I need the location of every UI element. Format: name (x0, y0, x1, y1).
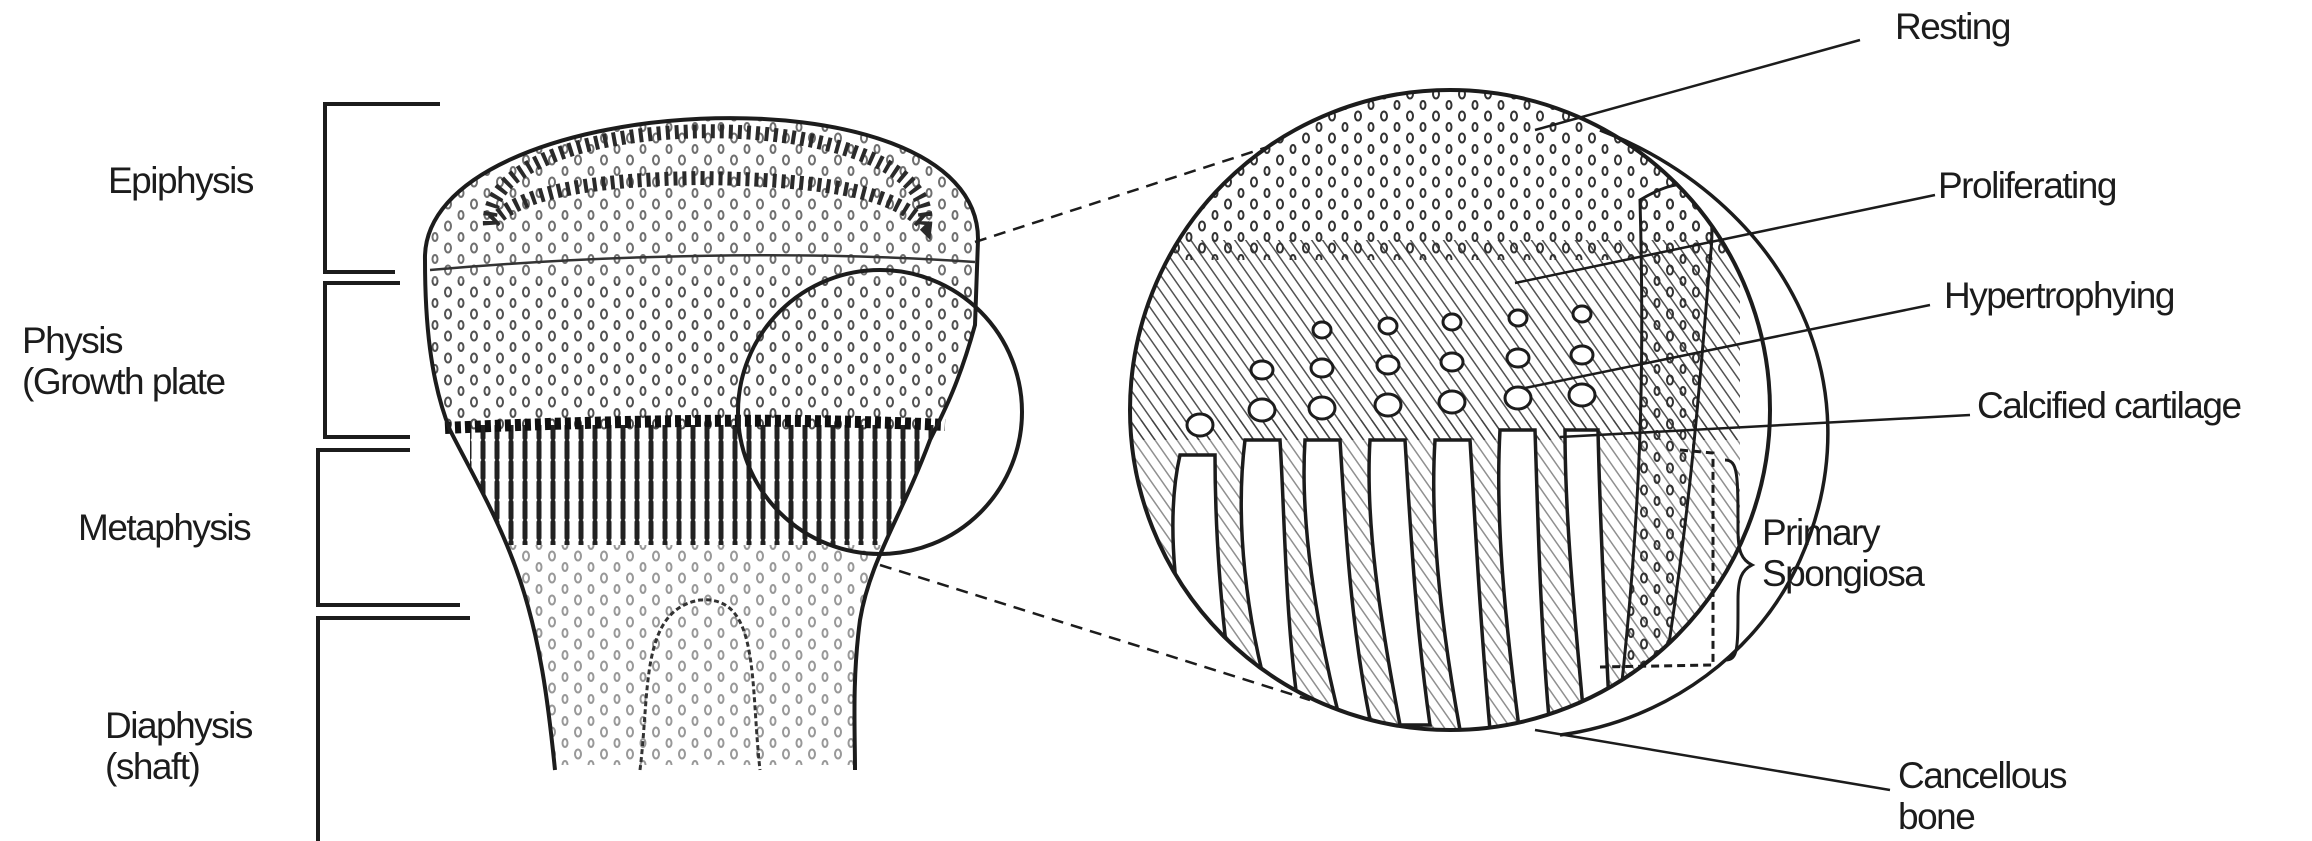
label-epiphysis: Epiphysis (108, 160, 253, 201)
bone-illustration (420, 80, 1000, 780)
label-physis-line1: Physis (22, 320, 225, 361)
label-proliferating: Proliferating (1938, 165, 2116, 206)
label-diaphysis-line1: Diaphysis (105, 705, 252, 746)
label-primary-spongiosa: Primary Spongiosa (1762, 512, 1923, 595)
label-hypertrophying: Hypertrophying (1944, 275, 2174, 316)
label-primary-spongiosa-line2: Spongiosa (1762, 553, 1923, 594)
label-calcified-cartilage: Calcified cartilage (1977, 385, 2241, 426)
label-diaphysis: Diaphysis (shaft) (105, 705, 252, 788)
label-physis-line2: (Growth plate (22, 361, 225, 402)
label-metaphysis: Metaphysis (78, 507, 250, 548)
magnified-growth-plate (1120, 80, 1828, 740)
label-primary-spongiosa-line1: Primary (1762, 512, 1923, 553)
label-resting: Resting (1895, 6, 2010, 47)
label-diaphysis-line2: (shaft) (105, 746, 252, 787)
label-cancellous-bone-line2: bone (1898, 796, 2066, 837)
label-cancellous-bone: Cancellous bone (1898, 755, 2066, 838)
label-physis: Physis (Growth plate (22, 320, 225, 403)
label-cancellous-bone-line1: Cancellous (1898, 755, 2066, 796)
